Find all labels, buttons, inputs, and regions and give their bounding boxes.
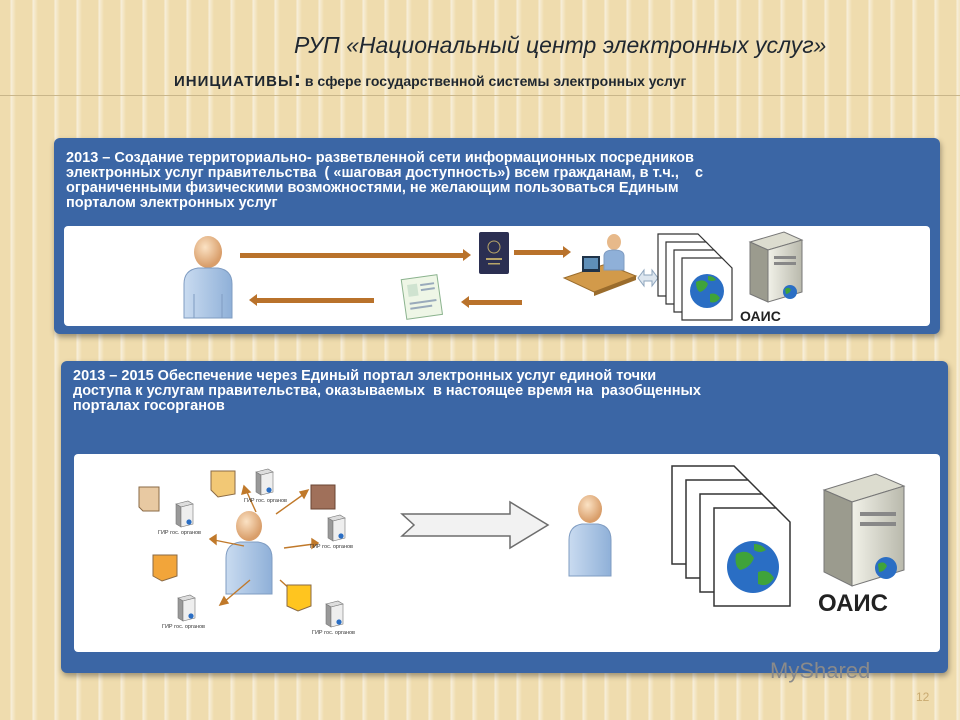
big-arrow-icon bbox=[400, 500, 550, 550]
subtitle-lead: ИНИЦИАТИВЫ bbox=[174, 73, 294, 90]
document-stack-icon-large bbox=[671, 465, 791, 607]
document-stack-icon bbox=[657, 233, 733, 321]
operator-desk-icon bbox=[562, 234, 638, 296]
gir-label-3: ГИР гос. органов bbox=[310, 544, 353, 550]
citizen-icon bbox=[183, 236, 233, 319]
citizen-icon-center bbox=[225, 511, 273, 595]
gir-label-4: ГИР гос. органов bbox=[162, 624, 205, 630]
gir-server-icon-4 bbox=[177, 594, 196, 622]
id-card-icon bbox=[400, 274, 444, 320]
gir-server-icon-3 bbox=[327, 514, 346, 542]
subtitle-colon: : bbox=[293, 66, 302, 91]
header-rule bbox=[0, 95, 960, 96]
page-number: 12 bbox=[916, 690, 930, 704]
citizen-icon-portal bbox=[568, 495, 612, 577]
folder-icon-2 bbox=[210, 470, 236, 498]
server-icon bbox=[748, 231, 804, 303]
subtitle-rest: в сфере государственной системы электрон… bbox=[301, 73, 687, 89]
gir-server-icon-1 bbox=[175, 500, 194, 528]
panel1-diagram: ОАИС bbox=[64, 226, 930, 326]
arrow-to-operator bbox=[514, 246, 571, 258]
oais-label-1: ОАИС bbox=[740, 308, 781, 324]
server-icon-large bbox=[822, 473, 906, 587]
panel-intermediaries: 2013 – Создание территориально- разветвл… bbox=[54, 138, 940, 334]
oais-label-2: ОАИС bbox=[818, 590, 888, 617]
watermark: MyShared bbox=[770, 658, 871, 683]
folder-icon-3 bbox=[310, 484, 336, 510]
gir-label-2: ГИР гос. органов bbox=[244, 498, 287, 504]
folder-icon-1 bbox=[138, 486, 160, 512]
arrow-to-citizen bbox=[249, 294, 374, 306]
slide-subtitle: ИНИЦИАТИВЫ: в сфере государственной сист… bbox=[174, 66, 686, 92]
slide-title: РУП «Национальный центр электронных услу… bbox=[294, 32, 827, 58]
folder-icon-4 bbox=[152, 554, 178, 582]
gir-server-icon-5 bbox=[325, 600, 344, 628]
gir-label-5: ГИР гос. органов bbox=[312, 630, 355, 636]
arrow-to-card bbox=[461, 296, 522, 308]
panel-single-portal: 2013 – 2015 Обеспечение через Единый пор… bbox=[61, 361, 948, 673]
folder-icon-5 bbox=[286, 584, 312, 612]
passport-icon bbox=[479, 232, 509, 274]
gir-label-1: ГИР гос. органов bbox=[158, 530, 201, 536]
panel2-diagram: ГИР гос. органов ГИР гос. органов ГИР го… bbox=[74, 454, 940, 652]
panel2-text: 2013 – 2015 Обеспечение через Единый пор… bbox=[73, 368, 701, 414]
panel1-text: 2013 – Создание территориально- разветвл… bbox=[66, 150, 704, 211]
gir-server-icon-2 bbox=[255, 468, 274, 496]
arrow-to-passport bbox=[240, 249, 471, 261]
